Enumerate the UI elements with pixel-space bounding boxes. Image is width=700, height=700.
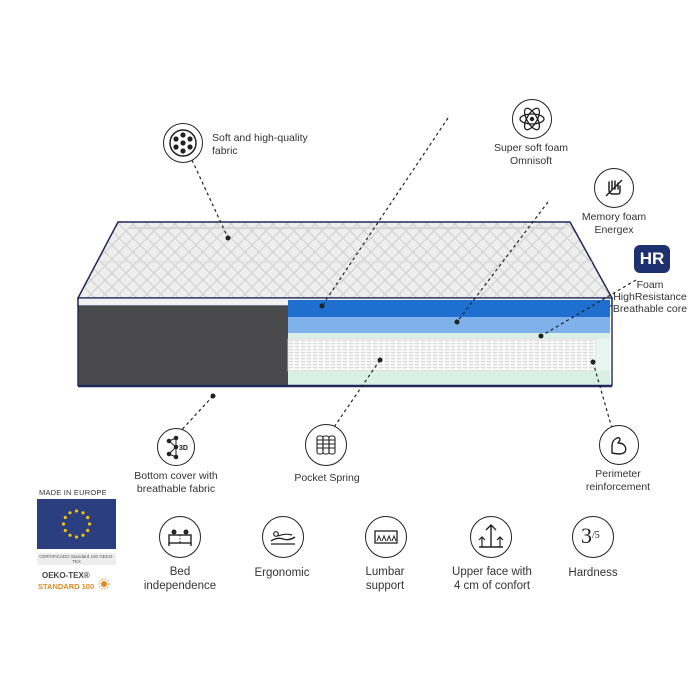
bed-independence-icon xyxy=(159,516,201,558)
hr-label-3: Breathable core xyxy=(612,303,688,315)
memory-foam-hand-icon xyxy=(594,168,634,208)
layer-omnisoft xyxy=(288,300,610,317)
layer-bottom-foam xyxy=(288,371,610,386)
callout-line-energex xyxy=(456,201,549,323)
layer-energex xyxy=(288,317,610,333)
pocket-spring-label: Pocket Spring xyxy=(294,472,360,484)
perimeter-label-2: reinforcement xyxy=(585,481,651,493)
callout-line-perimeter xyxy=(592,361,614,433)
layer-pocket-spring xyxy=(287,338,597,372)
svg-text:3D: 3D xyxy=(179,445,188,452)
hr-label-2: HighResistance xyxy=(613,291,687,303)
bottom-cover-label-1: Bottom cover with xyxy=(134,470,218,482)
pocket-spring-icon xyxy=(305,424,347,466)
feature-label-bed-1: Bed xyxy=(169,566,191,578)
fabric-label: Soft and high-quality fabric xyxy=(212,132,308,157)
lumbar-icon xyxy=(365,516,407,558)
feature-label-ergonomic: Ergonomic xyxy=(254,567,310,579)
hr-badge: HR xyxy=(634,245,670,273)
hardness-icon: 3/5 xyxy=(572,516,614,558)
feature-label-bed-2: independence xyxy=(143,580,217,592)
hardness-value: 3 xyxy=(581,523,592,548)
callout-line-omnisoft xyxy=(321,117,449,307)
callout-line-hr xyxy=(540,279,637,337)
oeko-small-text: CERTIFICADO Standard 100 OEKO-TEX xyxy=(37,553,116,565)
standard-100-label: STANDARD 100 xyxy=(38,582,95,591)
layer-perimeter xyxy=(596,339,610,371)
energex-label-2: Energex xyxy=(594,224,634,236)
ergonomic-icon xyxy=(262,516,304,558)
mattress-side-cover xyxy=(78,306,288,386)
callout-line-fabric xyxy=(191,159,229,239)
oeko-tex-label: OEKO-TEX® xyxy=(42,571,90,580)
energex-label-1: Memory foam xyxy=(581,211,647,223)
3d-mesh-icon: 3D xyxy=(157,428,195,466)
omnisoft-label-1: Super soft foam xyxy=(493,142,569,154)
oeko-sun-icon xyxy=(98,578,110,590)
feature-label-hardness: Hardness xyxy=(568,567,618,579)
feature-label-lumbar-2: support xyxy=(365,580,405,592)
hardness-scale: /5 xyxy=(592,530,600,541)
upper-face-icon xyxy=(470,516,512,558)
feature-label-upper-2: 4 cm of confort xyxy=(453,580,531,592)
bottom-cover-label-2: breathable fabric xyxy=(136,483,216,495)
omnisoft-label-2: Omnisoft xyxy=(509,155,552,167)
hr-label-1: Foam xyxy=(636,279,664,291)
arm-strength-icon xyxy=(599,425,639,465)
perimeter-label-1: Perimeter xyxy=(595,468,641,480)
made-in-europe-label: MADE IN EUROPE xyxy=(39,488,107,497)
mattress-top xyxy=(76,221,614,299)
atom-icon xyxy=(512,99,552,139)
callout-line-pocket-spring xyxy=(331,359,381,431)
eu-flag xyxy=(37,499,116,549)
layer-hr-foam xyxy=(288,333,610,339)
feature-label-lumbar-1: Lumbar xyxy=(365,566,405,578)
fabric-icon xyxy=(163,123,203,163)
feature-label-upper-1: Upper face with xyxy=(452,566,532,578)
